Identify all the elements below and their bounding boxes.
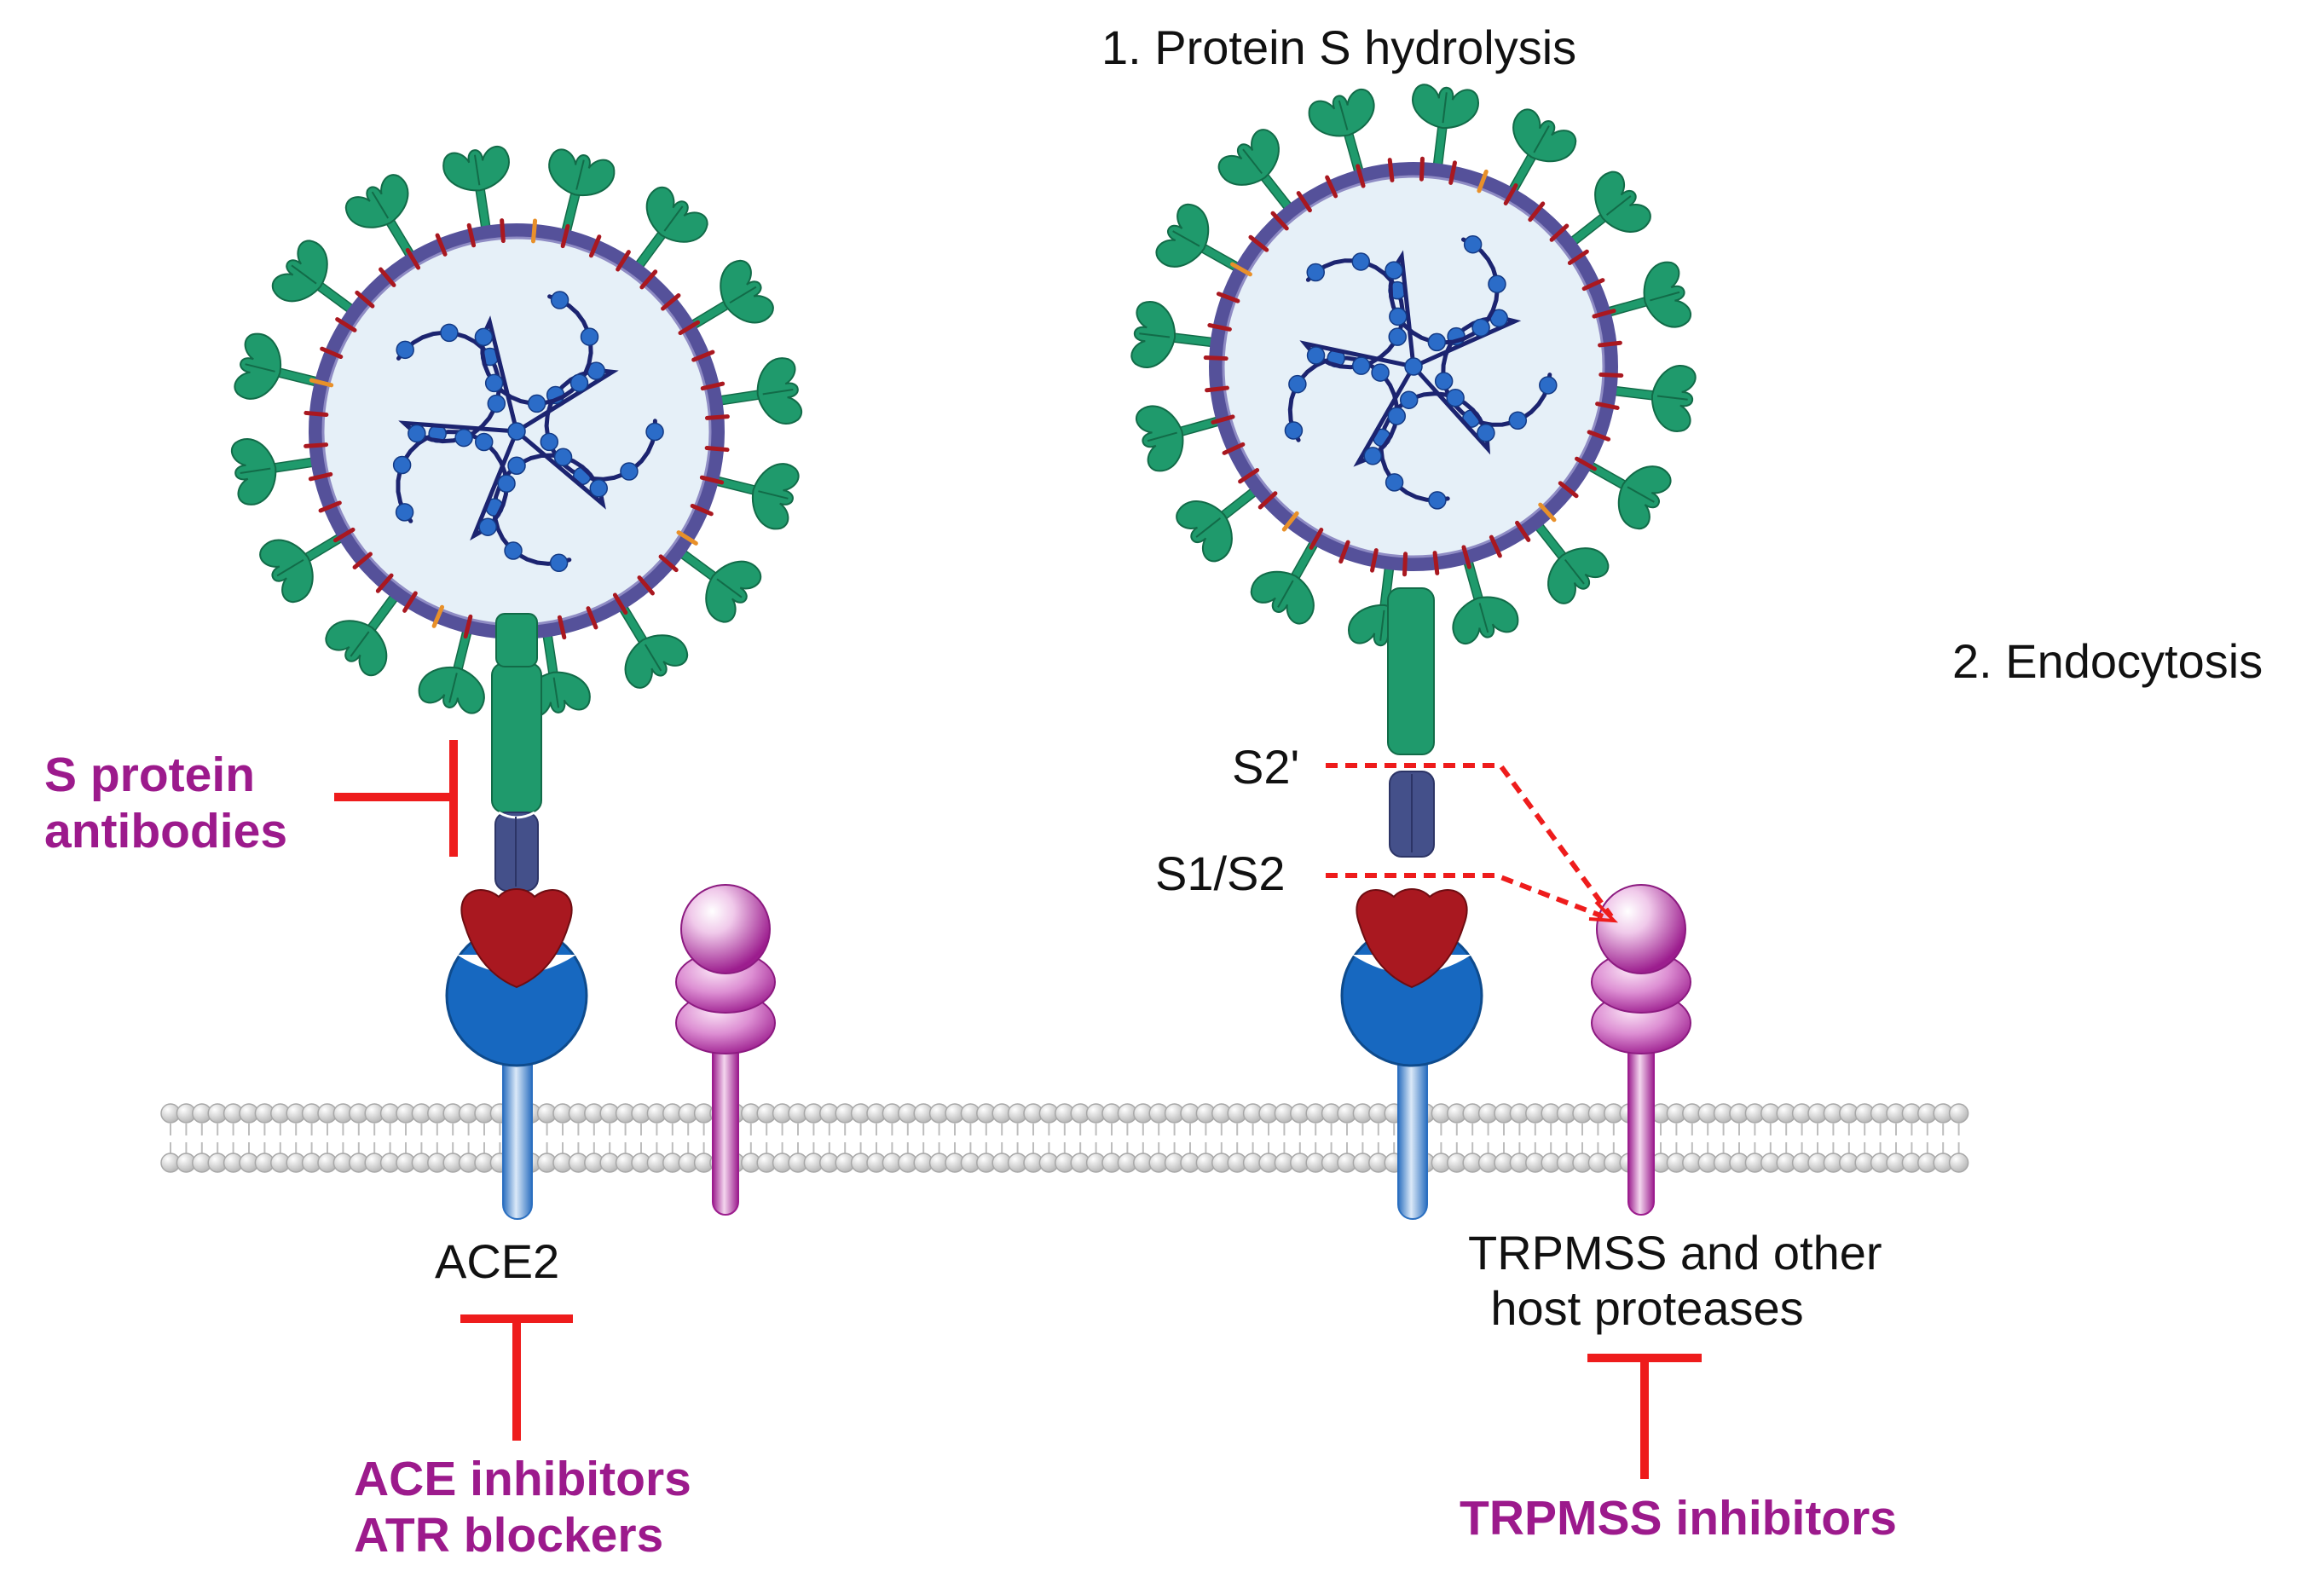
ace-inhibitors-line-1: ACE inhibitors [354, 1452, 691, 1506]
protease-right [1591, 884, 1691, 1216]
protease-left [675, 884, 776, 1216]
ace2-label: ACE2 [435, 1234, 560, 1288]
inhibitor-bar-ace [460, 1314, 573, 1441]
virus-particle-right [1130, 84, 1697, 650]
cleavage-site-markers [1326, 763, 1619, 923]
inhibitor-bar-tmprss [1587, 1354, 1702, 1479]
inhibitor-bar-s-protein [334, 740, 458, 857]
step-2-label: 2. Endocytosis [1952, 634, 2263, 688]
s1-s2-label: S1/S2 [1155, 846, 1286, 900]
virus-particle-left [230, 145, 803, 718]
spike-stalk-left [491, 613, 542, 892]
ace-inhibitors-label: ACE inhibitors ATR blockers [354, 1451, 691, 1563]
ace2-receptor-right [1340, 888, 1483, 1220]
s-protein-antibodies-line-1: S protein [44, 748, 256, 802]
spike-stalk-right [1387, 587, 1435, 858]
s2-prime-label: S2' [1232, 740, 1300, 794]
ace2-receptor-left [445, 888, 588, 1220]
s-protein-antibodies-line-2: antibodies [44, 804, 288, 859]
ace-inhibitors-line-2: ATR blockers [354, 1508, 664, 1563]
step-1-label: 1. Protein S hydrolysis [1101, 20, 1577, 74]
tmprss-protease-label: TRPMSS and other host proteases [1468, 1226, 1882, 1337]
s-protein-antibodies-label: S protein antibodies [44, 747, 287, 859]
tmprss-line-1: TRPMSS and other [1468, 1226, 1882, 1280]
tmprss-inhibitors-label: TRPMSS inhibitors [1460, 1491, 1897, 1545]
tmprss-line-2: host proteases [1490, 1280, 1804, 1335]
cell-membrane [160, 1103, 1969, 1173]
